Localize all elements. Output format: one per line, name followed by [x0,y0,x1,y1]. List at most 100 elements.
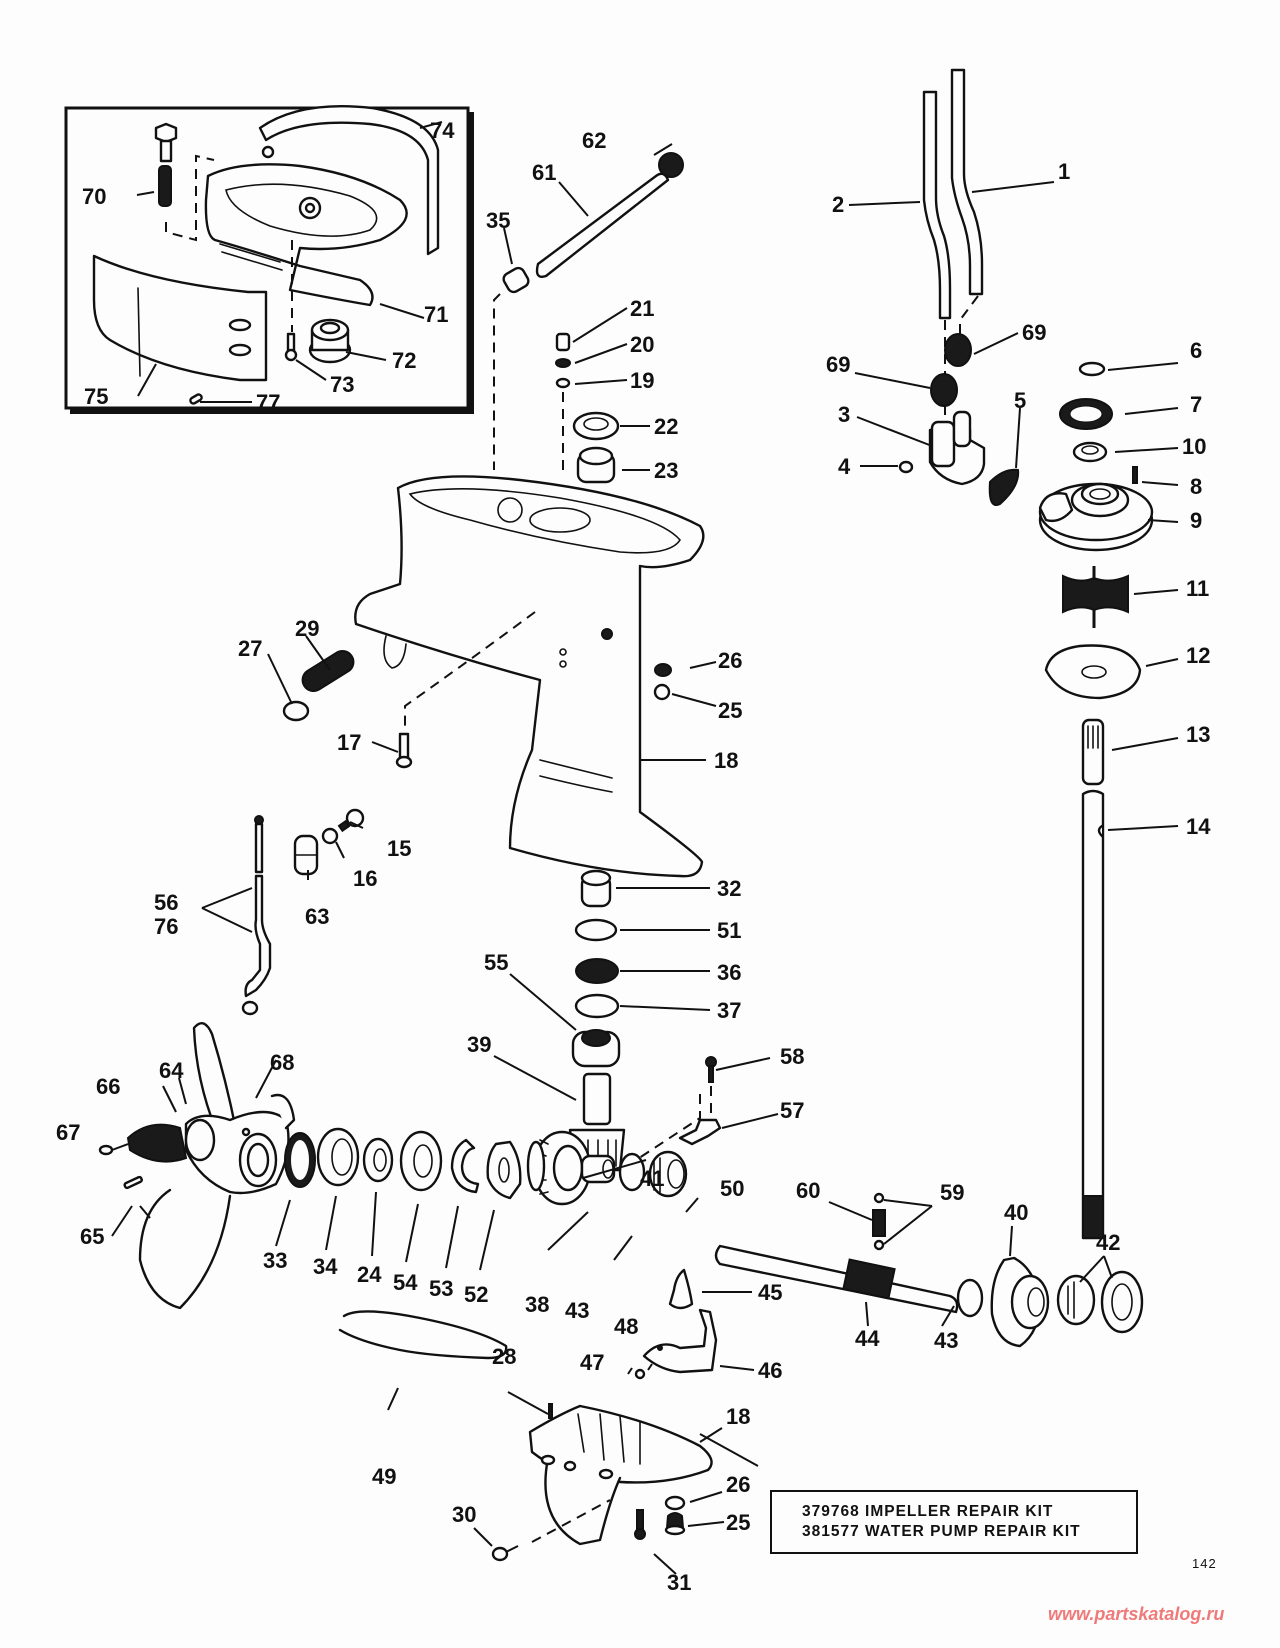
figure-number: 142 [1192,1556,1217,1571]
part-seal-22[interactable] [572,411,620,441]
part-bearing-54[interactable] [399,1130,443,1192]
part-shifter-45[interactable] [668,1268,694,1310]
part-shift-rod-56[interactable] [241,815,272,1016]
part-plug-25-lower[interactable] [664,1512,686,1536]
part-bearing-32[interactable] [580,869,612,908]
part-seal-20[interactable] [555,358,571,368]
part-pin-47[interactable] [634,1368,646,1380]
part-tube-61[interactable] [535,172,670,278]
part-spring-60[interactable] [872,1209,886,1237]
part-washer-26-lower[interactable] [664,1495,686,1511]
part-seal-6[interactable] [1078,361,1106,377]
part-grommet-69-lower[interactable] [930,373,958,407]
part-grommet-62[interactable] [658,152,684,178]
part-seal-strip-49[interactable] [338,1310,508,1360]
part-gasket-5[interactable] [988,468,1020,506]
part-bearing-23[interactable] [576,446,616,484]
part-tube-holder-3[interactable] [928,410,986,486]
part-washer-26-upper[interactable] [654,663,672,677]
part-gear-41[interactable] [526,1130,592,1206]
callout-43-rear: 43 [934,1328,958,1353]
part-pin-28[interactable] [548,1403,553,1419]
part-ball-59-bottom[interactable] [873,1239,885,1251]
callout-50: 50 [720,1176,744,1201]
callout-65: 65 [80,1224,104,1249]
part-gearcase-18[interactable] [354,475,705,878]
part-pin-65[interactable] [123,1175,143,1190]
part-washer-43-rear[interactable] [956,1278,984,1318]
part-screw-4[interactable] [898,460,914,474]
part-water-tube-1[interactable] [950,68,984,296]
part-bearing-42[interactable] [1056,1270,1144,1334]
part-bearing-24[interactable] [362,1137,394,1183]
part-washer-19[interactable] [555,377,571,389]
callout-14: 14 [1186,814,1211,839]
part-gear-40[interactable] [990,1256,1050,1348]
part-plug-27[interactable] [282,700,310,722]
part-screw-77[interactable] [189,393,203,405]
part-water-tube-2[interactable] [922,90,952,320]
callout-74: 74 [430,118,455,143]
part-bearing-50[interactable] [648,1150,688,1198]
callout-16: 16 [353,866,377,891]
callout-10: 10 [1182,434,1206,459]
part-lower-gearcase-18[interactable] [528,1404,713,1546]
callout-2: 2 [832,192,844,217]
part-nut-cone-66[interactable] [126,1123,188,1163]
alignment-line [493,293,501,470]
part-drive-shaft-lower[interactable] [1081,789,1105,1240]
part-screw-25-upper[interactable] [653,683,671,701]
part-prop-shaft-44[interactable] [714,1244,959,1314]
part-seal-10[interactable] [1072,441,1108,463]
part-propeller-64[interactable] [138,1022,296,1310]
callout-69-upper: 69 [1022,320,1046,345]
part-plate-12[interactable] [1044,644,1142,700]
part-bushing-35[interactable] [501,266,530,294]
part-nut-16[interactable] [321,827,339,845]
part-key-14[interactable] [1097,824,1104,838]
part-grommet-69-upper[interactable] [944,333,972,367]
part-pin-48[interactable] [657,1345,663,1351]
part-screw-70[interactable] [154,122,178,207]
part-cover-74[interactable] [258,105,440,256]
part-washer-37[interactable] [574,993,620,1019]
part-impeller-11[interactable] [1062,566,1129,628]
part-drive-shaft-13[interactable] [1081,718,1105,786]
part-screw-73[interactable] [284,332,298,362]
part-side-plate-75[interactable] [92,254,268,382]
part-retaining-ring-53[interactable] [450,1138,480,1194]
watermark-link[interactable]: www.partskatalog.ru [1048,1604,1225,1624]
part-connector-63[interactable] [293,834,319,876]
part-thrust-68 [241,1127,251,1137]
part-pump-housing-9[interactable] [1038,482,1154,552]
part-shift-lever-46[interactable] [642,1308,718,1374]
part-seal-7[interactable] [1059,398,1113,430]
part-pin-8[interactable] [1132,466,1138,484]
kit-impeller-repair: 379768 IMPELLER REPAIR KIT [802,1503,1054,1520]
part-grommet-72[interactable] [308,318,352,364]
part-cotter-pin-67[interactable] [98,1143,129,1156]
part-seal-36[interactable] [575,958,619,984]
part-clutch-38[interactable] [580,1154,616,1184]
callout-36: 36 [717,960,741,985]
callout-20: 20 [630,332,654,357]
part-screen-29[interactable] [298,647,357,695]
callout-46: 46 [758,1358,782,1383]
part-washer-51[interactable] [574,918,618,942]
part-bushing-21[interactable] [555,332,571,352]
part-clamp-57[interactable] [678,1118,722,1146]
part-housing-71[interactable] [204,163,408,307]
callout-8: 8 [1190,474,1202,499]
part-screw-15[interactable] [337,808,365,833]
part-ball-59-top[interactable] [873,1192,885,1204]
part-bearing-55[interactable] [571,1029,621,1068]
part-thrust-washer-34[interactable] [316,1127,360,1187]
callout-75: 75 [84,384,108,409]
part-screw-17[interactable] [395,732,413,769]
part-retainer-52[interactable] [486,1140,522,1200]
callout-33: 33 [263,1248,287,1273]
callout-17: 17 [337,730,361,755]
part-screw-31[interactable] [634,1509,646,1540]
part-screw-30[interactable] [491,1545,519,1562]
part-screw-58[interactable] [705,1056,717,1083]
